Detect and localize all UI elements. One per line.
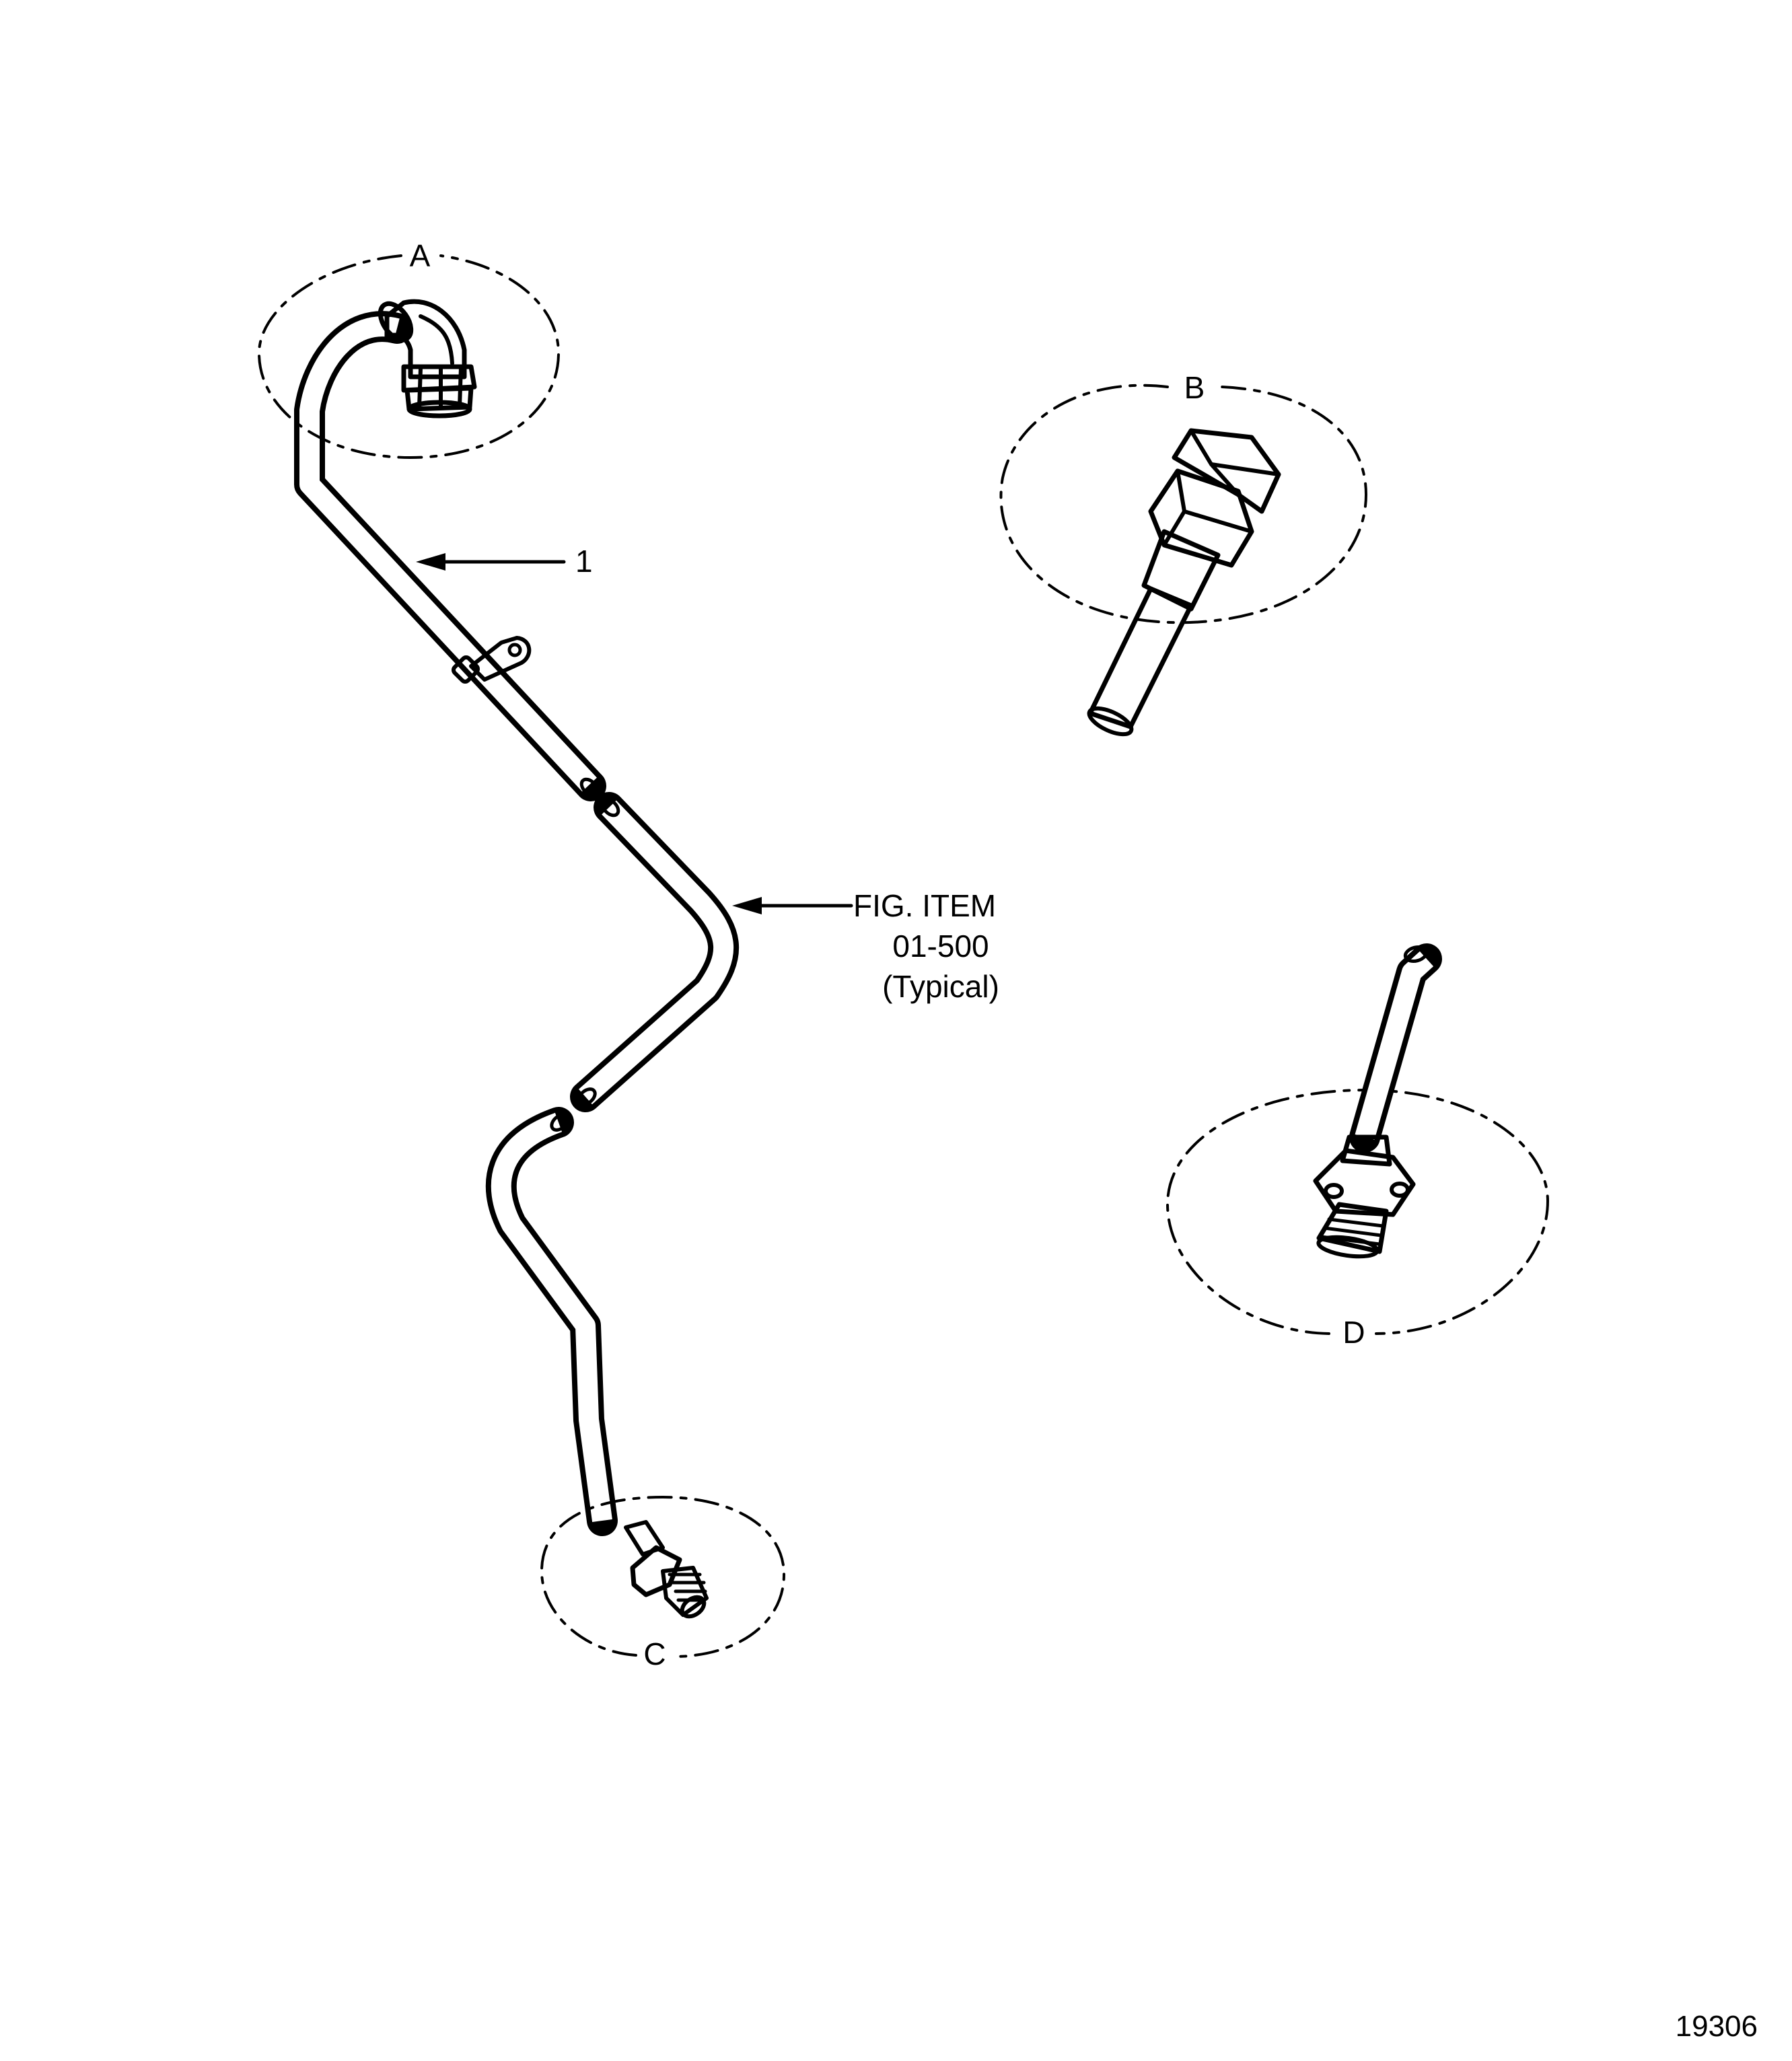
callout-fig-item: FIG. ITEM 01-500 (Typical) xyxy=(732,888,999,1004)
detail-label-c: C xyxy=(643,1636,666,1671)
detail-d: D xyxy=(1166,943,1549,1350)
callout-item-1-label: 1 xyxy=(575,544,593,579)
callout-item-1: 1 xyxy=(416,544,593,579)
detail-label-a: A xyxy=(410,238,431,273)
callout-fig-item-line2: 01-500 xyxy=(892,929,989,964)
detail-b: B xyxy=(999,370,1367,737)
callout-fig-item-line1: FIG. ITEM xyxy=(853,888,996,923)
bulkhead-fitting xyxy=(1313,943,1442,1259)
callout-fig-item-line3: (Typical) xyxy=(882,969,999,1004)
detail-a: A xyxy=(258,238,560,459)
detail-label-d: D xyxy=(1342,1315,1365,1350)
figure-number: 19306 xyxy=(1676,2010,1758,2043)
main-tube xyxy=(294,311,740,1536)
detail-label-b: B xyxy=(1184,370,1205,405)
elbow-fitting xyxy=(378,299,477,419)
straight-fitting xyxy=(624,1520,709,1619)
mounting-clip xyxy=(451,636,532,684)
detail-c: C xyxy=(540,1496,785,1671)
union-fitting xyxy=(1087,428,1281,737)
